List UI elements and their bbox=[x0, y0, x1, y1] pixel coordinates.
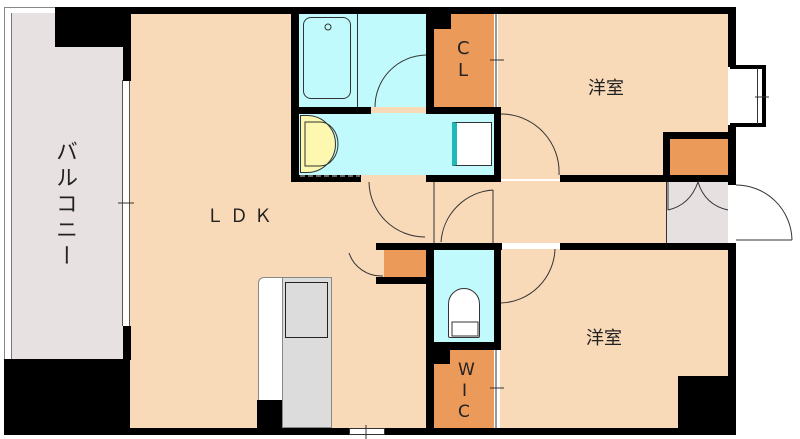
wall-right-mid bbox=[728, 125, 736, 185]
ldk-storage bbox=[384, 249, 426, 277]
wall-room1-bottom bbox=[560, 175, 736, 182]
balcony-lower bbox=[11, 44, 124, 360]
balcony-label: バルコニー bbox=[52, 140, 77, 270]
wall-bottom bbox=[4, 428, 349, 435]
wall-right-upper bbox=[728, 7, 736, 67]
balcony-window bbox=[122, 80, 130, 326]
bay-window bbox=[730, 65, 766, 127]
kitchen-counter bbox=[282, 277, 332, 428]
wall-ldk-left-lower bbox=[123, 326, 131, 360]
washing-machine bbox=[452, 122, 492, 166]
kitchen-sink bbox=[285, 282, 328, 338]
wall-shoe-closet bbox=[663, 132, 736, 139]
wall-bath-left bbox=[291, 7, 299, 182]
wall-bottom-right bbox=[385, 428, 736, 435]
wall-shoe-closet-left bbox=[663, 132, 670, 182]
bathtub-divider bbox=[357, 13, 358, 107]
wall-cl-corner bbox=[426, 7, 451, 29]
wall-ldk-left-upper bbox=[123, 7, 131, 81]
bathtub bbox=[303, 17, 351, 99]
wic-label-w: W bbox=[458, 360, 475, 380]
wall-cl-bottom bbox=[426, 107, 501, 114]
hallway bbox=[430, 181, 666, 243]
wall-wash-bottom-left bbox=[291, 175, 361, 182]
bay-window-frame bbox=[757, 68, 758, 124]
ldk-label: ＬＤＫ bbox=[206, 206, 278, 227]
toilet-bowl bbox=[448, 288, 480, 338]
wall-wash-bottom-right bbox=[426, 175, 501, 182]
wall-storage-top bbox=[376, 243, 502, 250]
kitchen-pillar bbox=[257, 400, 282, 428]
wall-hall-bottom bbox=[560, 243, 736, 250]
wall-wash-right bbox=[494, 107, 501, 182]
pillar-bottom-right bbox=[678, 376, 736, 434]
western-room-1-label: 洋室 bbox=[588, 78, 624, 99]
wall-right-lower bbox=[728, 243, 736, 435]
wall-bath-right bbox=[426, 7, 434, 114]
closet-label-c: C bbox=[457, 38, 470, 59]
balcony-bottom-wall-block bbox=[4, 359, 130, 435]
entrance bbox=[666, 181, 728, 243]
wall-storage-bottom bbox=[376, 277, 434, 284]
western-room-2-label: 洋室 bbox=[586, 328, 622, 349]
wic-label-c: C bbox=[458, 402, 470, 422]
bottom-window bbox=[349, 428, 385, 435]
closet-label-l: L bbox=[458, 60, 469, 81]
shoe-closet bbox=[670, 139, 728, 175]
wall-bath-bottom bbox=[291, 107, 371, 114]
wall-toilet-bottom bbox=[426, 342, 501, 350]
wall-top bbox=[55, 7, 736, 14]
wall-toilet-left bbox=[426, 243, 434, 435]
wall-wic-corner bbox=[426, 342, 450, 364]
wall-toilet-right bbox=[494, 243, 501, 350]
wic-label-i: I bbox=[462, 381, 468, 401]
